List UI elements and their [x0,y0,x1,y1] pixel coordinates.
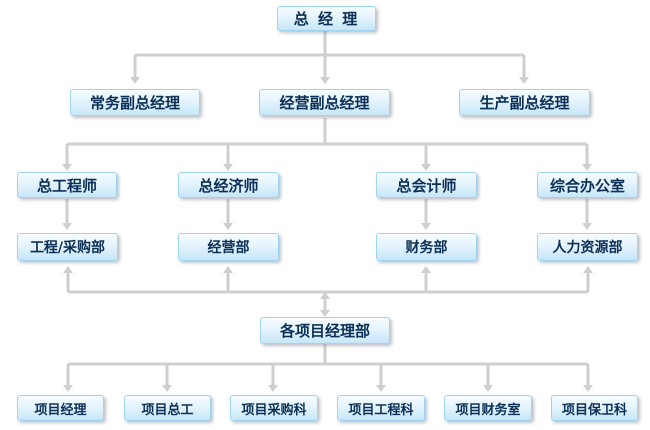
node-business-dept[interactable]: 经营部 [178,233,279,261]
node-project-department[interactable]: 各项目经理部 [260,317,390,344]
node-engineering-procurement-dept[interactable]: 工程/采购部 [17,233,118,261]
node-project-chief-engineer[interactable]: 项目总工 [124,395,211,421]
node-general-office[interactable]: 综合办公室 [537,172,638,198]
node-business-deputy-manager[interactable]: 经营副总经理 [259,89,390,116]
node-project-procurement[interactable]: 项目采购科 [230,395,318,421]
node-human-resources-dept[interactable]: 人力资源部 [537,233,638,261]
node-chief-engineer[interactable]: 总工程师 [17,172,117,198]
node-chief-accountant[interactable]: 总会计师 [376,172,477,198]
node-project-security[interactable]: 项目保卫科 [551,395,638,421]
node-project-finance[interactable]: 项目财务室 [444,395,532,421]
node-project-engineering[interactable]: 项目工程科 [337,395,425,421]
node-executive-deputy-manager[interactable]: 常务副总经理 [70,89,200,116]
node-project-manager[interactable]: 项目经理 [17,395,104,421]
node-finance-dept[interactable]: 财务部 [376,233,477,261]
node-production-deputy-manager[interactable]: 生产副总经理 [459,89,590,116]
node-general-manager[interactable]: 总 经 理 [277,6,376,31]
node-chief-economist[interactable]: 总经济师 [178,172,279,198]
